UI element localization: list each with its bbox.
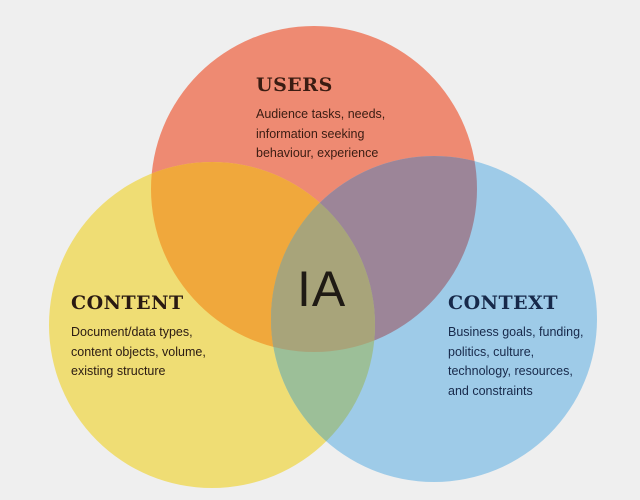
users-description: Audience tasks, needs, information seeki…: [256, 105, 385, 164]
context-title: CONTEXT: [448, 292, 559, 314]
context-description-line: and constraints: [448, 383, 533, 398]
content-description-line: existing structure: [71, 364, 166, 378]
context-description-line: technology, resources,: [448, 364, 573, 378]
context-description: Business goals, funding, politics, cultu…: [448, 323, 584, 401]
context-description-line: politics, culture,: [448, 344, 535, 359]
content-description: Document/data types, content objects, vo…: [71, 323, 206, 382]
context-label-group: CONTEXT Business goals, funding, politic…: [448, 292, 584, 401]
content-title: CONTENT: [71, 292, 184, 314]
users-description-line: behaviour, experience: [256, 146, 379, 160]
content-description-line: Document/data types,: [71, 325, 193, 339]
context-description-line: Business goals, funding,: [448, 325, 584, 339]
content-description-line: content objects, volume,: [71, 344, 206, 359]
users-title: USERS: [256, 74, 333, 96]
center-label-ia: IA: [297, 261, 347, 317]
content-label-group: CONTENT Document/data types, content obj…: [71, 292, 206, 382]
users-description-line: Audience tasks, needs,: [256, 107, 386, 121]
users-label-group: USERS Audience tasks, needs, information…: [256, 74, 385, 164]
users-description-line: information seeking: [256, 126, 365, 141]
